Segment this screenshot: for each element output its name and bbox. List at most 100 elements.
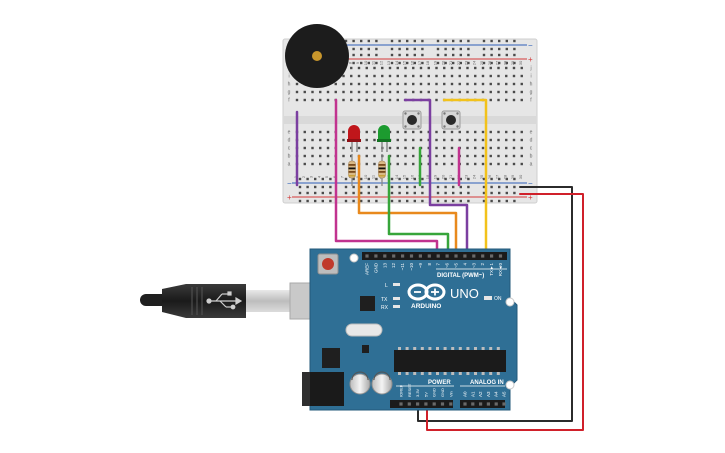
bb-rail-hole bbox=[482, 177, 486, 181]
bb-rail-hole bbox=[375, 199, 378, 203]
bb-hole bbox=[505, 154, 508, 158]
bb-rail-hole bbox=[398, 199, 401, 203]
bb-rail-hole bbox=[413, 199, 416, 203]
wire-orange-red-led[interactable] bbox=[357, 154, 458, 259]
digital-pin-hole[interactable] bbox=[427, 254, 431, 258]
power-pin-hole[interactable] bbox=[440, 402, 445, 406]
bb-hole bbox=[474, 82, 477, 86]
digital-pin-hole[interactable] bbox=[445, 254, 449, 258]
bb-rail-hole bbox=[314, 199, 317, 203]
bb-col-number: 29 bbox=[510, 174, 515, 179]
analog-pin-hole[interactable] bbox=[502, 402, 506, 406]
bb-rail-hole bbox=[421, 61, 424, 65]
bb-rail-hole bbox=[513, 185, 516, 189]
bb-hole bbox=[443, 154, 446, 158]
bb-rail-hole bbox=[390, 177, 394, 181]
resistor-2[interactable] bbox=[378, 154, 386, 186]
digital-header-pins bbox=[365, 254, 503, 258]
bb-col-number: 21 bbox=[448, 174, 453, 179]
digital-pin-hole[interactable] bbox=[436, 254, 440, 258]
pushbutton-1[interactable] bbox=[402, 110, 422, 130]
bb-rail-hole bbox=[390, 191, 394, 195]
digital-pin-hole[interactable] bbox=[392, 254, 396, 258]
analog-pin-hole[interactable] bbox=[463, 402, 467, 406]
power-pin-hole[interactable] bbox=[407, 402, 411, 406]
digital-pin-hole[interactable] bbox=[401, 254, 405, 258]
bb-col-number: 28 bbox=[502, 60, 507, 65]
bb-hole bbox=[396, 154, 399, 158]
bb-rail-hole bbox=[459, 39, 462, 43]
digital-pin-hole[interactable] bbox=[481, 254, 485, 258]
analog-pin-hole[interactable] bbox=[471, 402, 475, 406]
bb-rail-hole bbox=[436, 177, 440, 181]
pushbutton-2[interactable] bbox=[441, 110, 461, 130]
bb-rail-hole bbox=[467, 199, 470, 203]
bb-hole bbox=[489, 82, 492, 86]
capacitors bbox=[349, 371, 393, 395]
wire-purple-button[interactable] bbox=[403, 98, 469, 259]
bb-rail-hole bbox=[421, 177, 424, 181]
wire-yellow-button[interactable] bbox=[442, 98, 488, 259]
analog-pin-hole[interactable] bbox=[479, 402, 483, 406]
analog-pin-hole[interactable] bbox=[486, 402, 490, 406]
digital-pin-hole[interactable] bbox=[383, 254, 387, 258]
bb-hole bbox=[373, 138, 376, 142]
bb-rail-hole bbox=[413, 177, 416, 181]
bb-rail-hole bbox=[344, 199, 348, 203]
bb-rail-hole bbox=[398, 185, 401, 189]
bb-row-letter: a bbox=[288, 162, 291, 168]
digital-pin-hole[interactable] bbox=[454, 254, 458, 258]
bb-rail-hole bbox=[360, 185, 363, 189]
power-pin-hole[interactable] bbox=[399, 402, 403, 406]
bb-hole bbox=[404, 130, 407, 134]
digital-pin-hole[interactable] bbox=[490, 254, 494, 258]
analog-pin-hole[interactable] bbox=[494, 402, 498, 406]
digital-pin-hole[interactable] bbox=[498, 254, 503, 258]
bb-hole bbox=[443, 162, 446, 166]
reset-button[interactable] bbox=[317, 253, 339, 275]
power-pin-hole[interactable] bbox=[424, 402, 428, 406]
digital-pin-hole[interactable] bbox=[463, 254, 467, 258]
power-header-title: POWER bbox=[428, 380, 451, 386]
bb-hole bbox=[357, 66, 361, 70]
bb-rail-hole bbox=[436, 61, 440, 65]
bb-col-number: 26 bbox=[487, 174, 492, 179]
led-red[interactable] bbox=[347, 125, 361, 152]
power-pin-hole[interactable] bbox=[449, 402, 453, 406]
bb-rail-hole bbox=[367, 199, 370, 203]
bb-hole bbox=[412, 154, 415, 158]
power-pin-hole[interactable] bbox=[432, 402, 436, 406]
bb-hole bbox=[497, 98, 500, 102]
digital-pin-label: 4 bbox=[462, 263, 467, 266]
wire-black-gnd[interactable] bbox=[417, 186, 573, 422]
bb-hole bbox=[365, 154, 368, 158]
bb-rail-hole bbox=[452, 199, 455, 203]
bb-rail-hole bbox=[314, 185, 317, 189]
usb-cable[interactable] bbox=[140, 282, 339, 320]
bb-rail-hole bbox=[513, 39, 516, 43]
bb-hole bbox=[450, 146, 454, 150]
bb-col-number: 30 bbox=[518, 60, 523, 65]
power-pin-hole[interactable] bbox=[416, 402, 420, 406]
digital-pin-hole[interactable] bbox=[365, 254, 369, 258]
piezo-buzzer[interactable] bbox=[285, 24, 349, 88]
digital-pin-hole[interactable] bbox=[374, 254, 378, 258]
digital-pin-hole[interactable] bbox=[472, 254, 476, 258]
digital-pin-hole[interactable] bbox=[418, 254, 422, 258]
bb-rail-hole bbox=[482, 199, 486, 203]
bb-rail-hole bbox=[413, 191, 416, 195]
bb-hole bbox=[450, 90, 454, 94]
resistor-1[interactable] bbox=[348, 154, 356, 186]
bb-hole bbox=[512, 82, 516, 86]
bb-rail-hole bbox=[498, 53, 501, 57]
digital-pin-hole[interactable] bbox=[409, 254, 414, 258]
bb-col-number: 18 bbox=[425, 174, 430, 179]
bb-row-letter: h bbox=[288, 82, 291, 88]
led-green[interactable] bbox=[377, 125, 391, 152]
bb-hole bbox=[373, 82, 376, 86]
wire-green-led[interactable] bbox=[387, 154, 450, 259]
bb-hole bbox=[520, 146, 523, 150]
bb-rail-hole bbox=[444, 39, 447, 43]
wire-red-5v[interactable] bbox=[426, 193, 584, 431]
digital-header-title: DIGITAL (PWM~) bbox=[437, 273, 484, 279]
